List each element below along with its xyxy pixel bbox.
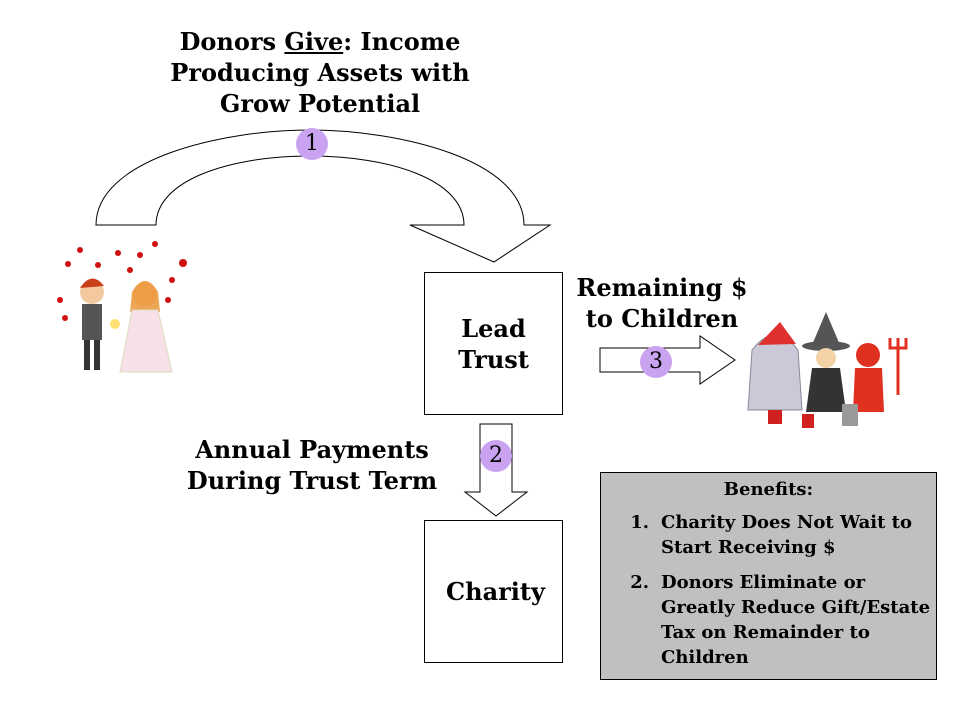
benefit-number: 1. — [630, 512, 649, 533]
benefits-title: Benefits: — [723, 479, 814, 500]
benefit-item: 2. Donors Eliminate or Greatly Reduce Gif… — [601, 570, 936, 670]
curved-arrow-give — [95, 129, 552, 263]
charity-box: Charity — [424, 520, 563, 663]
step1-label: Donors Give: Income Producing Assets wit… — [140, 26, 500, 119]
step2-label: Annual Payments During Trust Term — [172, 434, 452, 496]
step1-title-post: : Income — [343, 27, 461, 56]
step1-line2: Producing Assets with — [170, 58, 470, 87]
charity-label: Charity — [446, 577, 545, 606]
step3-badge: 3 — [640, 346, 672, 378]
step1-title-underlined: Give — [284, 27, 344, 56]
lead-trust-line2: Trust — [458, 344, 529, 374]
step1-title-pre: Donors — [179, 27, 285, 56]
step3-line2: to Children — [585, 304, 739, 333]
benefits-box: Benefits: 1. Charity Does Not Wait to Sta… — [600, 472, 937, 680]
step3-line1: Remaining $ — [576, 273, 748, 302]
benefit-text: Donors Eliminate or Greatly Reduce Gift/… — [661, 572, 931, 668]
benefit-number: 2. — [630, 572, 649, 593]
benefit-item: 1. Charity Does Not Wait to Start Receivi… — [601, 510, 936, 560]
step1-line3: Grow Potential — [219, 89, 421, 118]
lead-trust-line1: Lead — [461, 313, 526, 343]
step1-badge: 1 — [296, 128, 328, 160]
step3-label: Remaining $ to Children — [572, 272, 752, 334]
step2-line1: Annual Payments — [195, 435, 429, 464]
step2-line2: During Trust Term — [186, 466, 438, 495]
benefit-text: Charity Does Not Wait to Start Receiving… — [661, 512, 912, 558]
step2-badge: 2 — [480, 440, 512, 472]
children-costumes-clipart — [747, 312, 908, 428]
donors-couple-clipart — [57, 241, 187, 373]
